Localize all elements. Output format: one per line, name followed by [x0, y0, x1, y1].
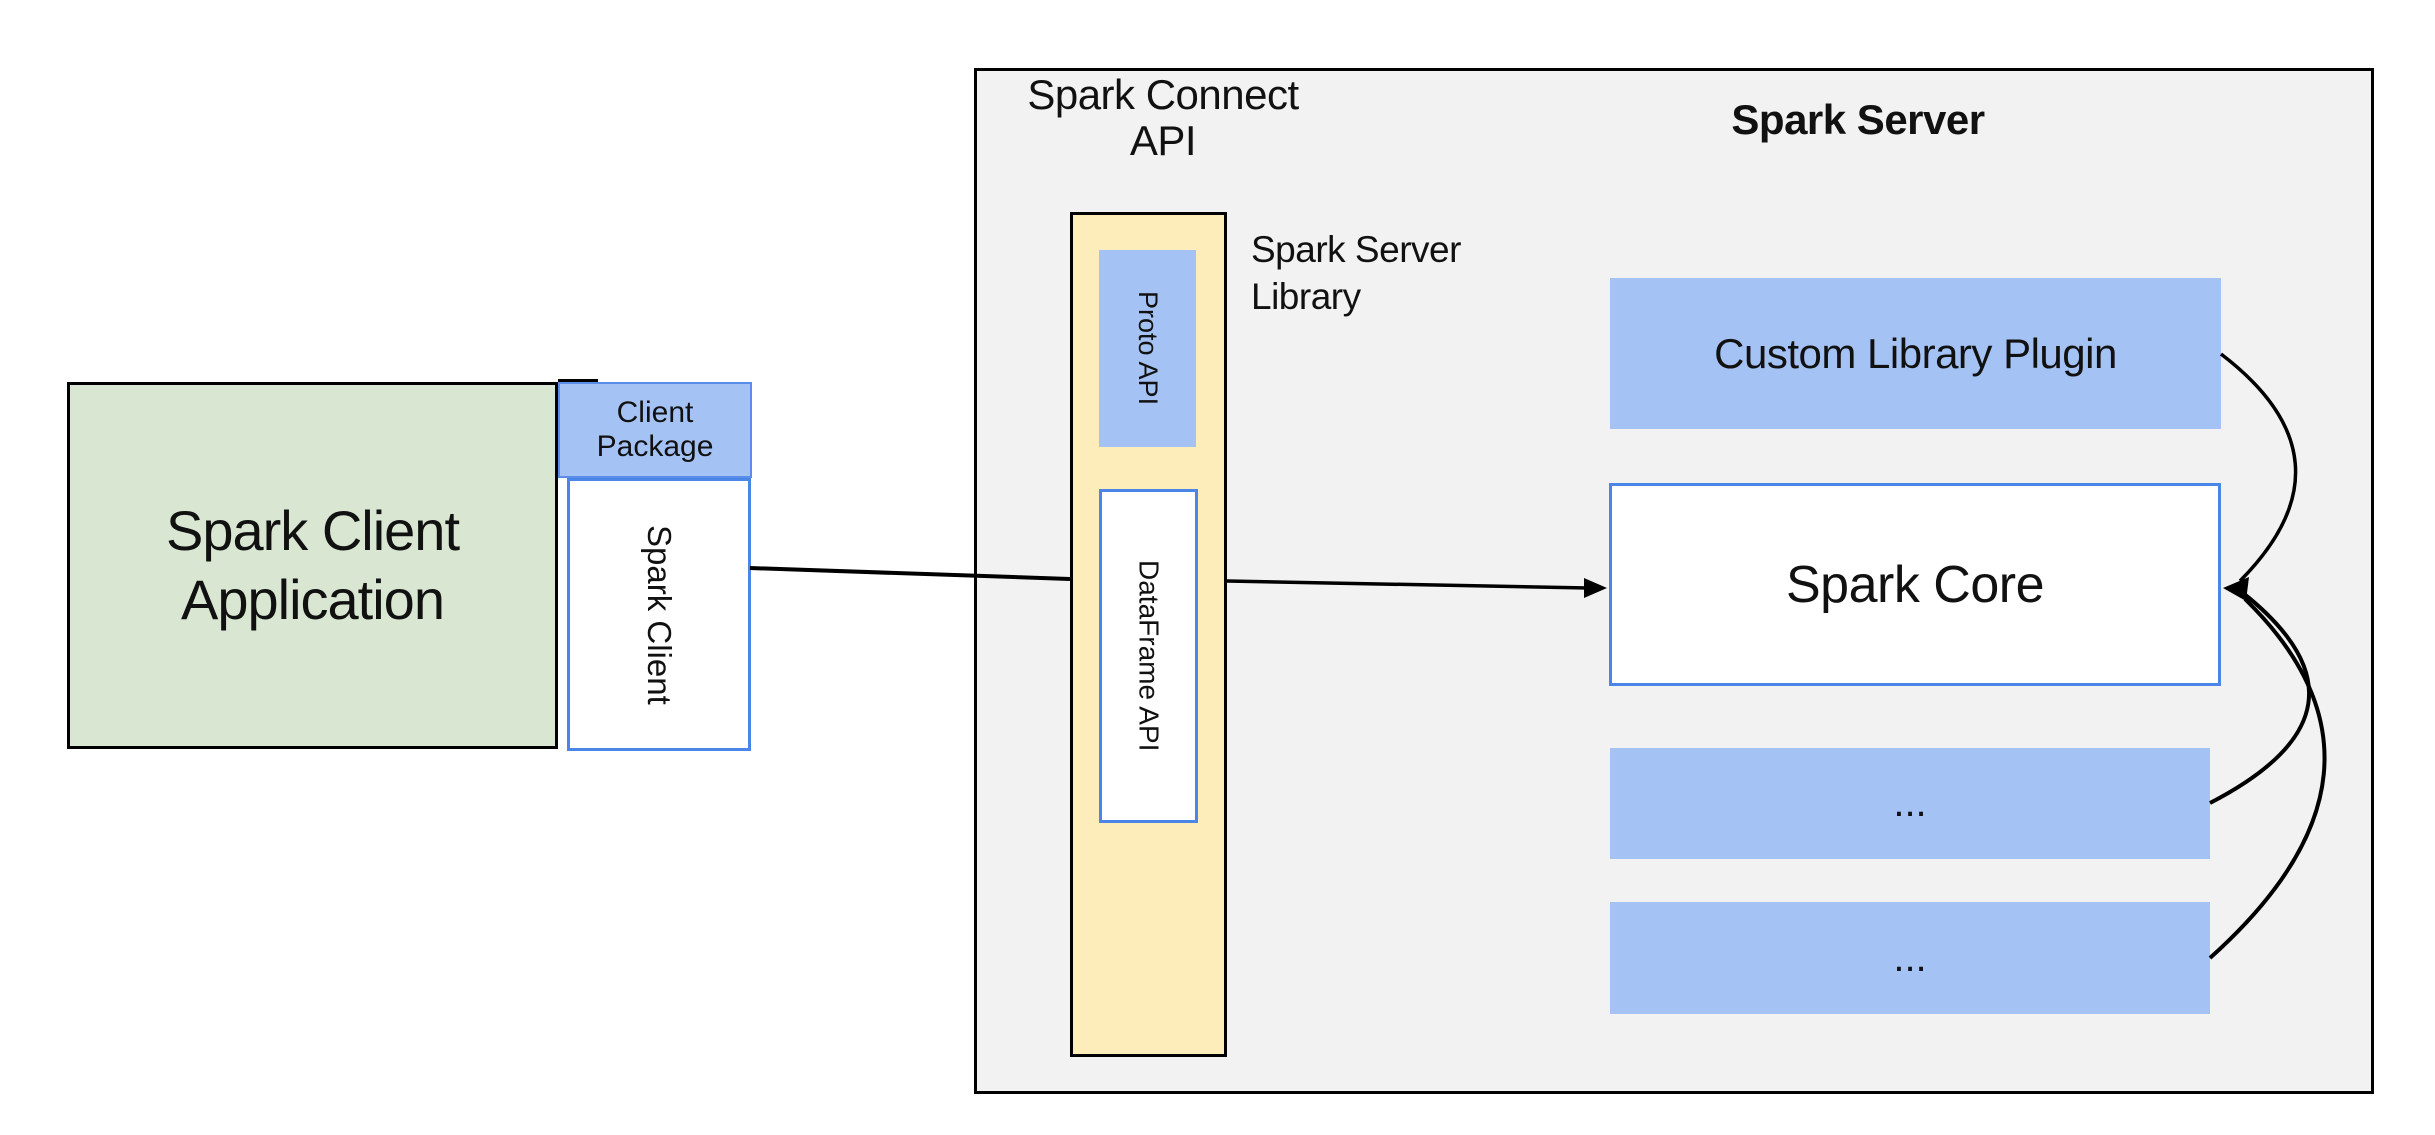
spark-connect-api-title: Spark Connect API: [1027, 71, 1299, 165]
spark-server-title: Spark Server: [1731, 96, 1985, 143]
other-plugin-box-2: ...: [1610, 902, 2210, 1014]
client-package-label: Client Package: [596, 395, 714, 464]
proto-api-box: Proto API: [1099, 250, 1196, 447]
spark-core-label: Spark Core: [1786, 555, 2045, 614]
proto-api-label: Proto API: [1133, 291, 1163, 406]
other-plugin-box-1: ...: [1610, 748, 2210, 859]
dataframe-api-label: DataFrame API: [1133, 560, 1165, 752]
dataframe-api-box: DataFrame API: [1099, 489, 1198, 823]
spark-client-application-label: Spark Client Application: [165, 499, 460, 631]
spark-core-box: Spark Core: [1609, 483, 2221, 686]
spark-client-box: Spark Client: [567, 478, 751, 751]
ellipsis-label-2: ...: [1893, 935, 1927, 980]
green-box-border-overhang: [558, 379, 598, 384]
spark-client-application-box: Spark Client Application: [67, 382, 558, 749]
spark-client-label: Spark Client: [641, 524, 678, 705]
spark-server-library-label: Spark Server Library: [1251, 229, 1461, 318]
custom-library-plugin-label: Custom Library Plugin: [1714, 329, 2117, 377]
custom-library-plugin-box: Custom Library Plugin: [1610, 278, 2221, 429]
ellipsis-label-1: ...: [1893, 781, 1927, 825]
client-package-box: Client Package: [558, 382, 752, 478]
